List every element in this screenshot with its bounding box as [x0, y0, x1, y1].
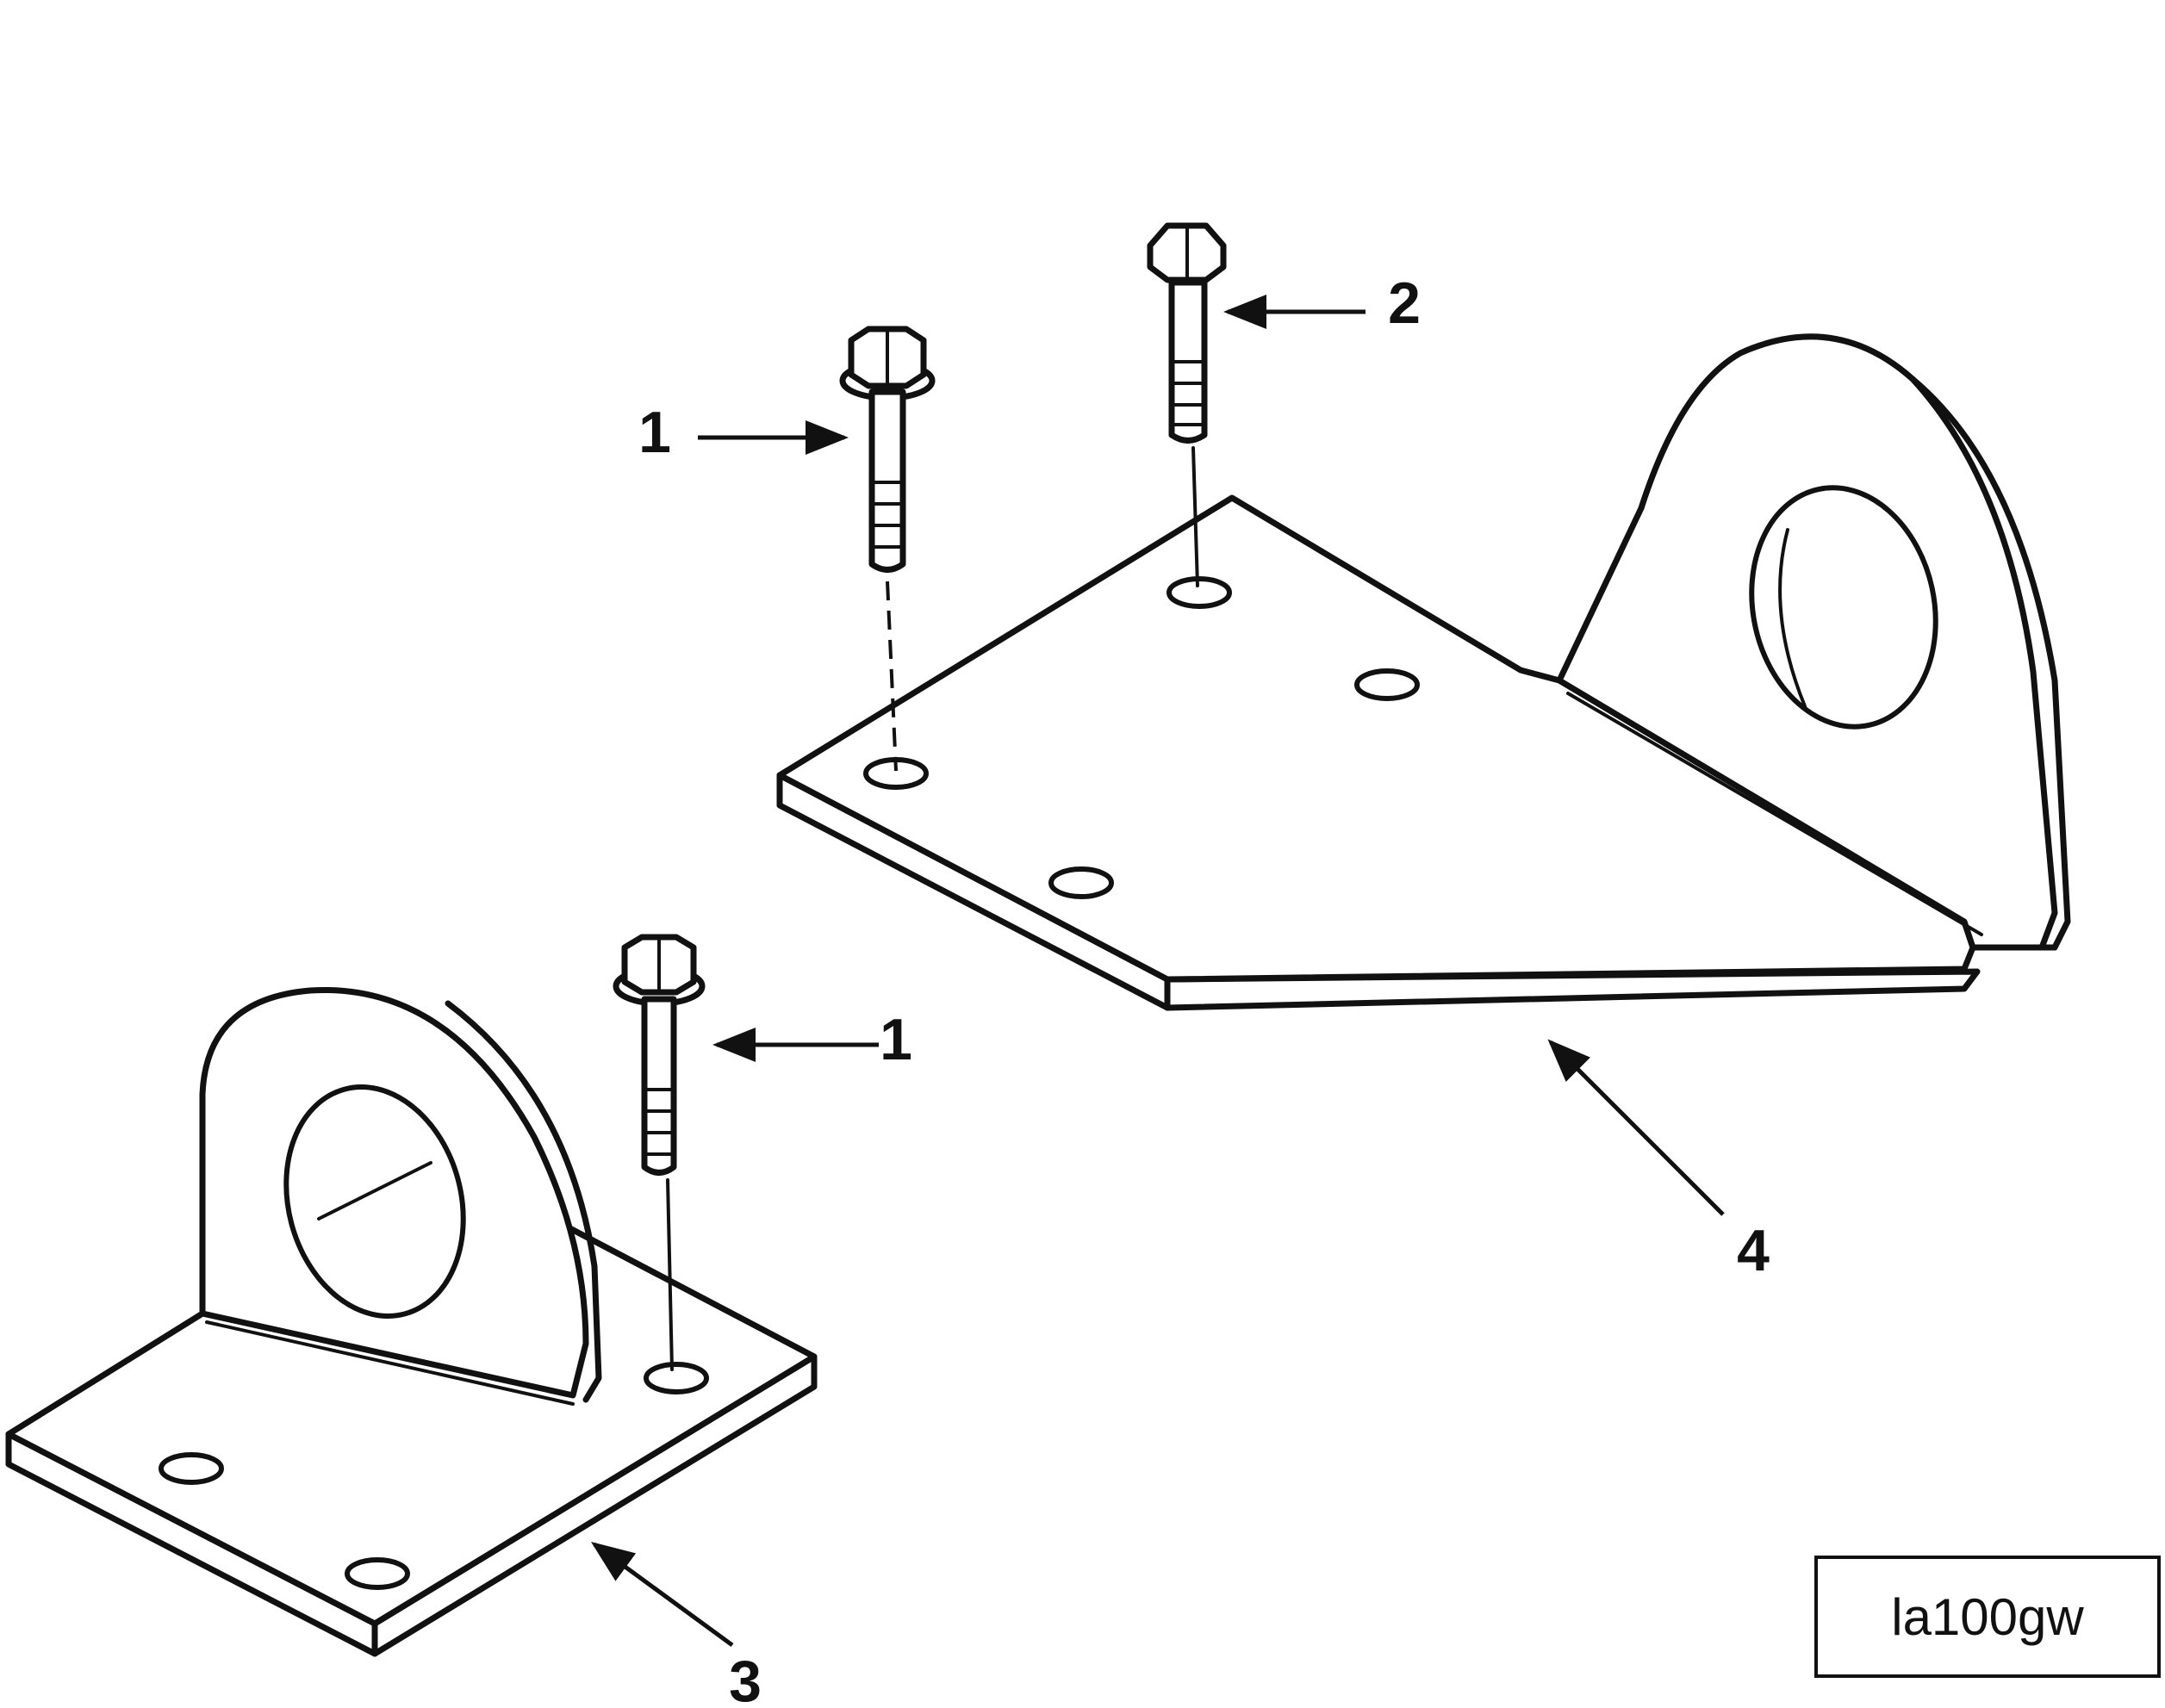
callout-number: 2 — [1388, 270, 1421, 336]
large-bracket-ear-opening — [1749, 485, 1938, 730]
small-bracket-hole — [644, 1362, 709, 1394]
leader-line — [590, 1542, 734, 1648]
large-bracket-hole — [1354, 668, 1420, 701]
leader-line — [1547, 1039, 1725, 1216]
large-bracket-hole — [1166, 576, 1232, 609]
callout-number: 4 — [1737, 1218, 1770, 1283]
callout-number: 3 — [729, 1649, 762, 1708]
large-bracket-hole — [1048, 866, 1114, 899]
small-bracket-hole — [345, 1557, 410, 1590]
small-bracket — [5, 986, 818, 1657]
flange-bolt — [613, 934, 706, 1371]
small-bracket-ear-opening — [283, 1084, 466, 1319]
hex-bolt — [1147, 222, 1227, 587]
small-bracket-hole — [159, 1452, 224, 1485]
figure-id: la100gw — [1891, 1588, 2084, 1646]
callout-number: 1 — [638, 400, 671, 465]
figure-id-box — [1814, 1556, 2161, 1678]
large-bracket — [776, 333, 2071, 1011]
callout-number: 1 — [880, 1007, 912, 1072]
flange-bolt — [839, 326, 936, 772]
